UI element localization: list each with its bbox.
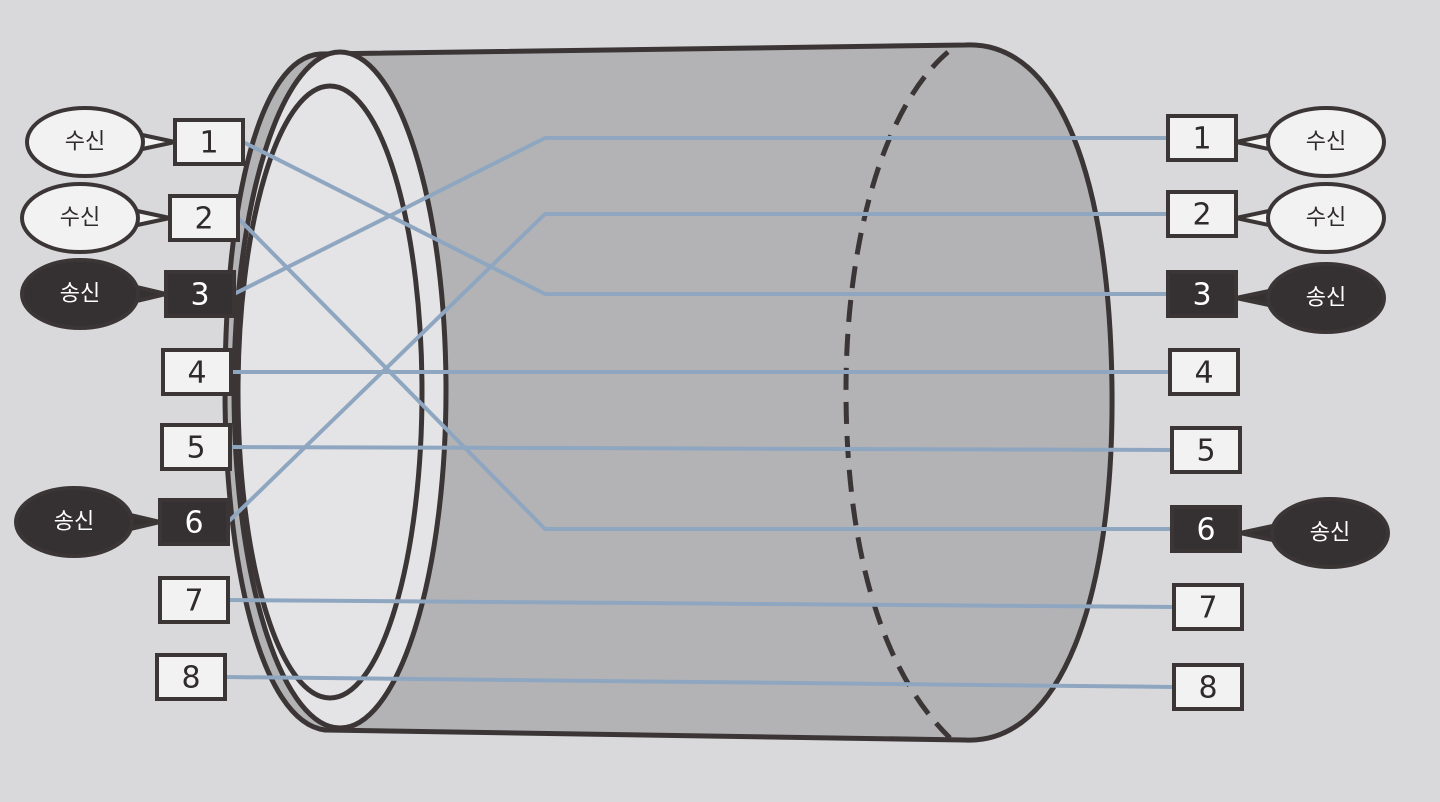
- left-role-bubble-3: [20, 258, 140, 330]
- right-pin-box-2: [1166, 190, 1238, 238]
- right-role-label-3: 송신: [1306, 286, 1346, 311]
- right-pin-4: 4: [1168, 348, 1240, 396]
- left-pin-number-5: 5: [186, 431, 205, 466]
- right-connector: 수신 1 수신 2 송신 3 4 5 송신 6 7 8: [1166, 106, 1390, 711]
- left-pin-box-1: [173, 118, 245, 166]
- right-pin-number-6: 6: [1196, 513, 1215, 548]
- left-pin-box-5: [160, 423, 232, 471]
- left-role-bubble-joint-2: [124, 211, 134, 225]
- left-pin-1: 수신 1: [25, 106, 245, 178]
- left-pin-number-2: 2: [194, 202, 213, 237]
- left-connector: 수신 1 수신 2 송신 3 4 5 송신 6 7 8: [14, 106, 245, 701]
- right-pin-number-7: 7: [1198, 591, 1217, 626]
- left-pin-number-8: 8: [181, 661, 200, 696]
- right-pin-box-3: [1166, 270, 1238, 318]
- right-pin-2: 수신 2: [1166, 182, 1386, 254]
- wire-3-to-1: [232, 136, 1170, 296]
- right-pin-5: 5: [1170, 426, 1242, 474]
- left-pin-box-3: [164, 270, 236, 318]
- wire-5-to-5: [228, 445, 1174, 452]
- right-pin-7: 7: [1172, 583, 1244, 631]
- wire-8-to-8: [223, 675, 1176, 689]
- right-pin-box-1: [1166, 114, 1238, 162]
- right-role-label-6: 송신: [1310, 521, 1350, 546]
- wire-2-to-6: [236, 216, 1174, 531]
- left-pin-2: 수신 2: [20, 182, 240, 254]
- right-pin-number-5: 5: [1196, 434, 1215, 469]
- left-role-label-2: 수신: [60, 206, 100, 231]
- right-role-bubble-joint-1: [1272, 135, 1282, 149]
- left-role-bubble-2: [20, 182, 140, 254]
- wire-7-to-7: [226, 598, 1176, 609]
- right-pin-number-4: 4: [1194, 356, 1213, 391]
- right-pin-1: 수신 1: [1166, 106, 1386, 178]
- wire-1-to-3: [241, 140, 1170, 296]
- right-role-label-2: 수신: [1306, 206, 1346, 231]
- left-pin-8: 8: [155, 653, 227, 701]
- left-pin-4: 4: [161, 348, 233, 396]
- left-pin-number-4: 4: [187, 356, 206, 391]
- right-role-bubble-6: [1270, 497, 1390, 569]
- right-pin-number-2: 2: [1192, 198, 1211, 233]
- left-role-label-1: 수신: [65, 130, 105, 155]
- left-role-bubble-joint-6: [118, 515, 128, 529]
- right-pin-box-8: [1172, 663, 1244, 711]
- right-pin-box-6: [1170, 505, 1242, 553]
- right-pin-number-8: 8: [1198, 671, 1217, 706]
- left-role-label-6: 송신: [54, 510, 94, 535]
- left-pin-7: 7: [158, 576, 230, 624]
- right-pin-6: 송신 6: [1170, 497, 1390, 569]
- right-role-bubble-2: [1266, 182, 1386, 254]
- cable-outer-shell: [222, 42, 1115, 743]
- right-pin-box-7: [1172, 583, 1244, 631]
- right-pin-box-5: [1170, 426, 1242, 474]
- left-role-label-3: 송신: [60, 282, 100, 307]
- cable-body: [222, 42, 1115, 743]
- left-pin-5: 5: [160, 423, 232, 471]
- right-pin-number-3: 3: [1192, 278, 1211, 313]
- right-role-bubble-1: [1266, 106, 1386, 178]
- left-pin-box-6: [158, 498, 230, 546]
- left-pin-number-1: 1: [199, 126, 218, 161]
- right-pin-8: 8: [1172, 663, 1244, 711]
- right-pin-box-4: [1168, 348, 1240, 396]
- right-role-bubble-joint-3: [1272, 291, 1282, 305]
- left-pin-box-2: [168, 194, 240, 242]
- left-role-bubble-6: [14, 486, 134, 558]
- left-pin-number-6: 6: [184, 506, 203, 541]
- left-pin-box-4: [161, 348, 233, 396]
- right-role-bubble-joint-6: [1276, 526, 1286, 540]
- left-pin-number-7: 7: [184, 584, 203, 619]
- right-pin-number-1: 1: [1192, 122, 1211, 157]
- cable-end-ring-inner: [235, 83, 425, 701]
- left-pin-6: 송신 6: [14, 486, 230, 558]
- left-pin-3: 송신 3: [20, 258, 236, 330]
- left-pin-box-8: [155, 653, 227, 701]
- right-role-label-1: 수신: [1306, 130, 1346, 155]
- right-role-bubble-3: [1266, 262, 1386, 334]
- left-role-bubble-joint-3: [124, 287, 134, 301]
- right-pin-3: 송신 3: [1166, 262, 1386, 334]
- left-pin-box-7: [158, 576, 230, 624]
- left-role-bubble-1: [25, 106, 145, 178]
- left-pin-number-3: 3: [190, 278, 209, 313]
- wire-group: [223, 136, 1176, 689]
- wire-6-to-2: [226, 212, 1170, 524]
- right-role-bubble-joint-2: [1272, 211, 1282, 225]
- left-role-bubble-joint-1: [129, 135, 139, 149]
